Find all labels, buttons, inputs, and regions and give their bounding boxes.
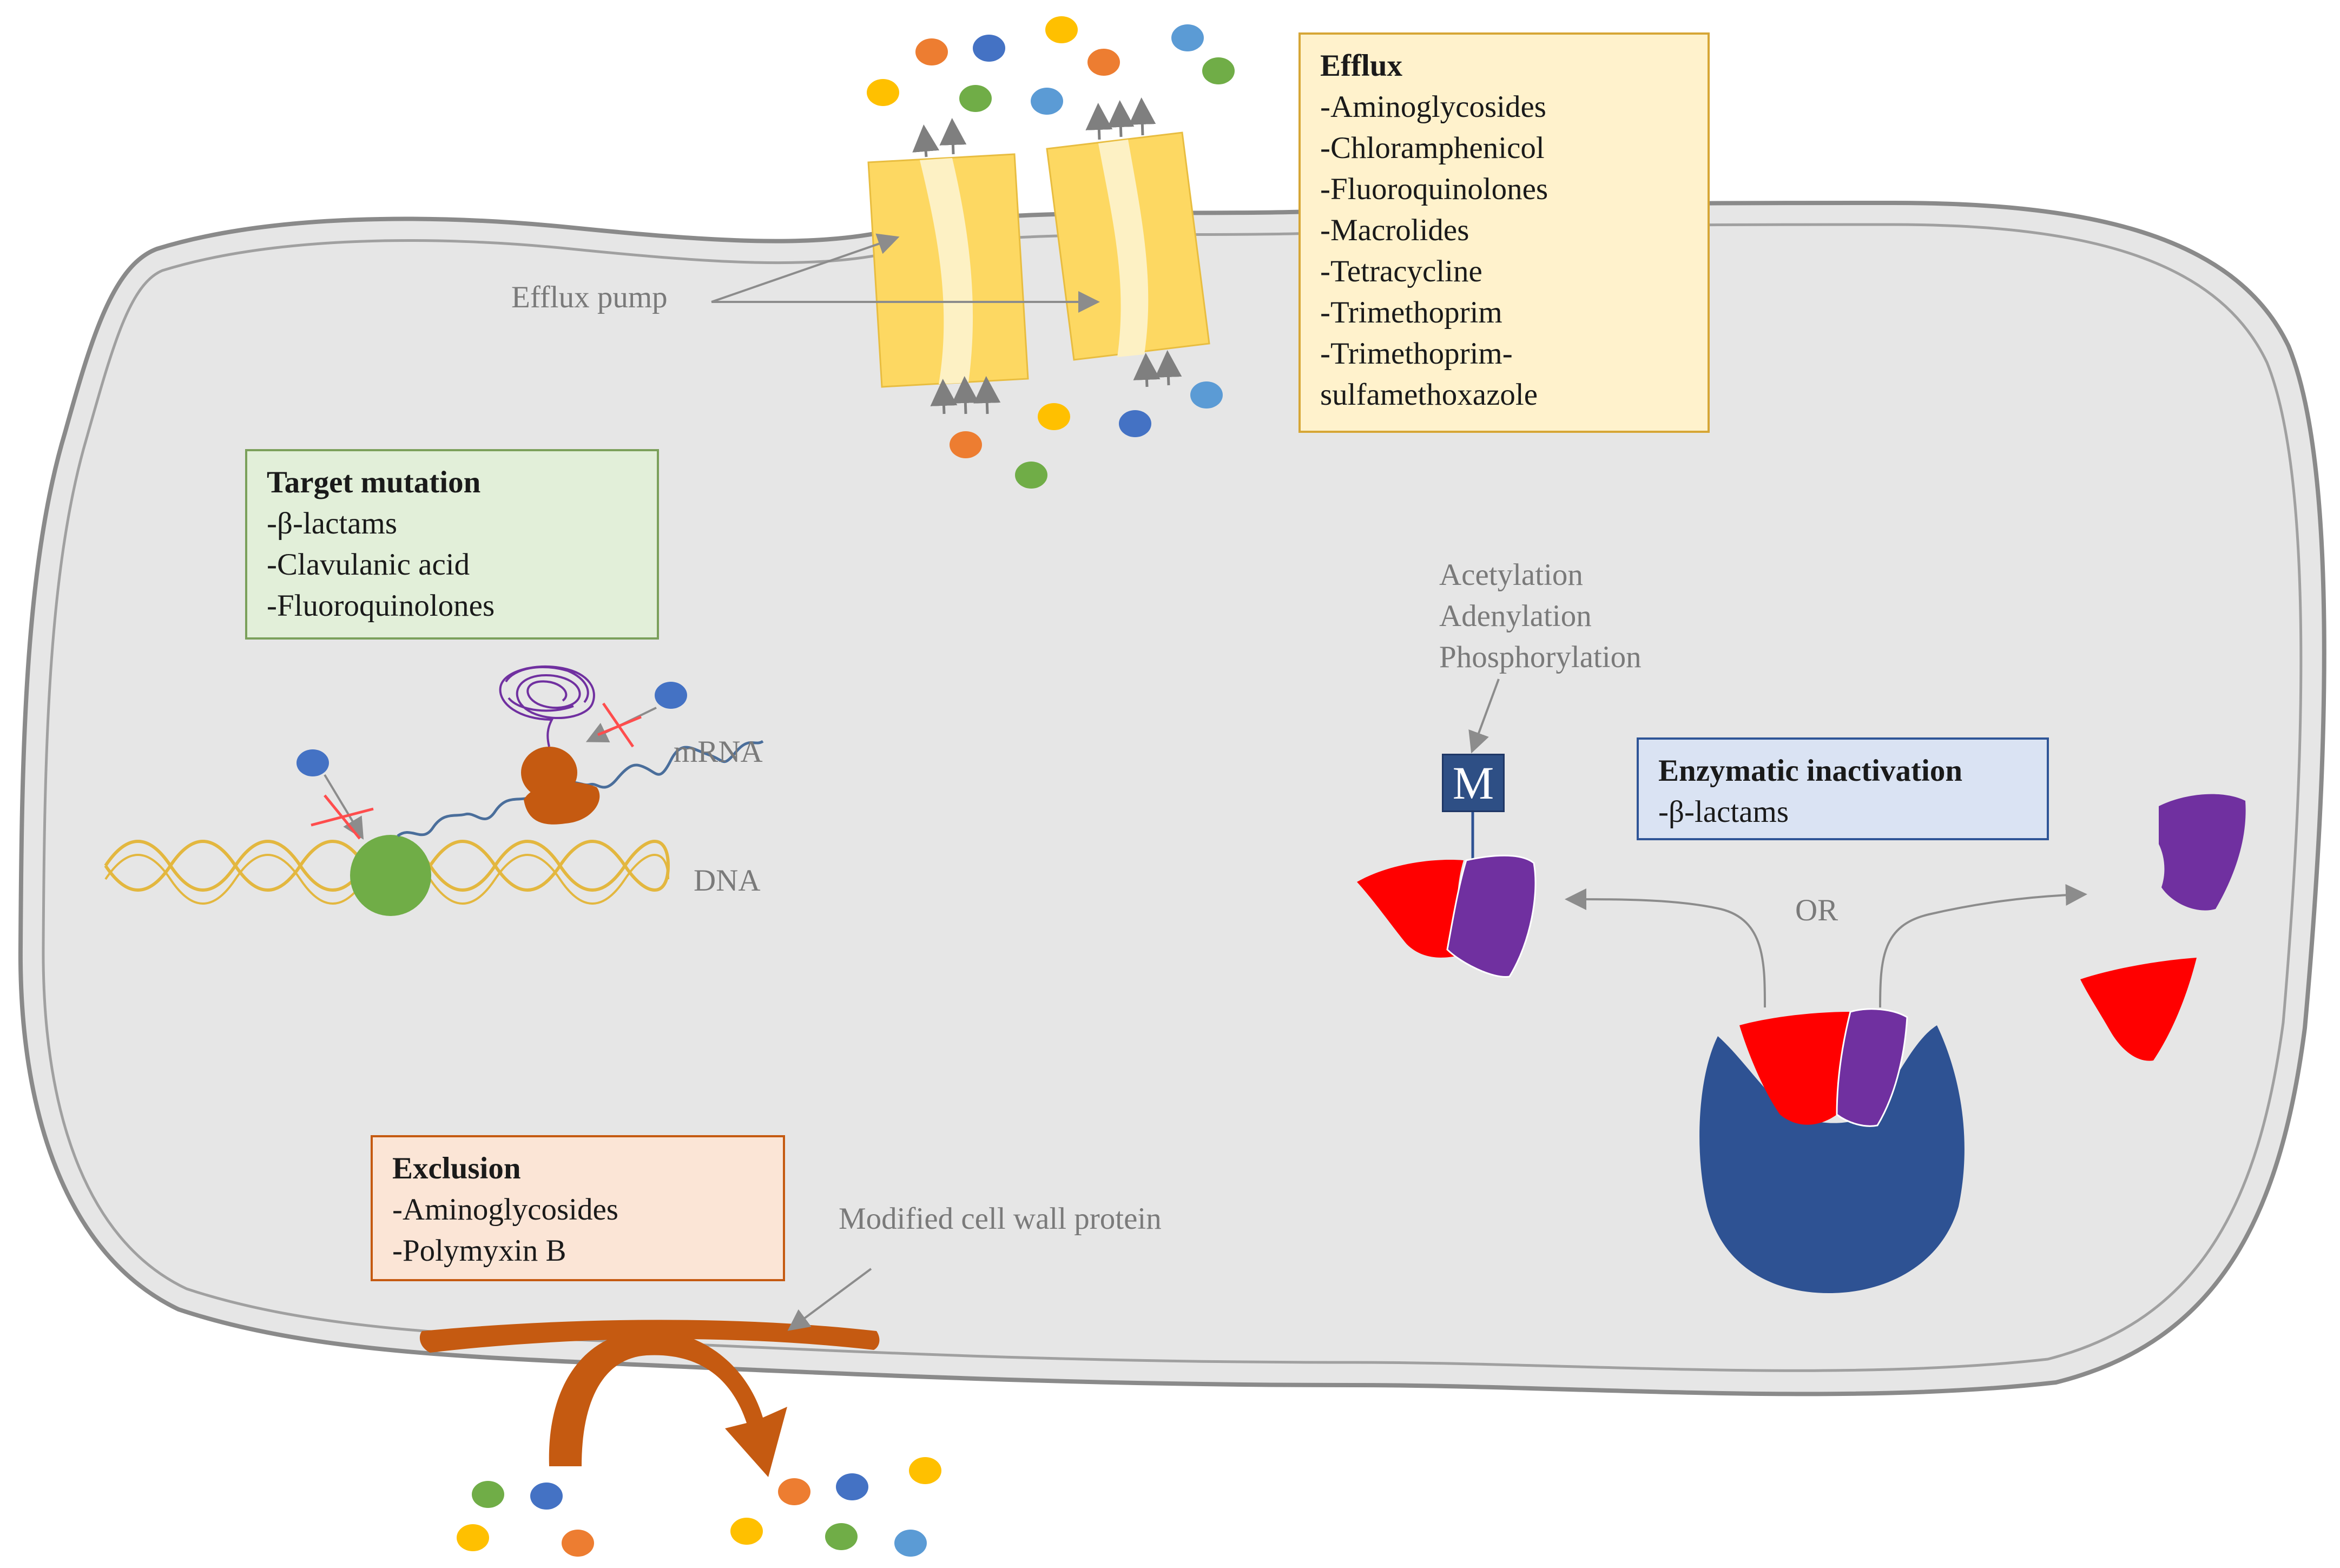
modified-protein-label: Modified cell wall protein [839,1202,1162,1236]
efflux-title: Efflux [1320,49,1403,83]
efflux-pump-label: Efflux pump [511,280,668,314]
efflux-item: -Aminoglycosides [1320,90,1546,124]
substrate-purple-modified [1446,854,1537,978]
modification-arrow [1468,678,1500,754]
dna-label: DNA [694,864,761,898]
efflux-item: sulfamethoxazole [1320,378,1538,412]
ribosome [521,747,600,825]
blocked-molecule-ribosome [655,682,687,709]
modification-phosphorylation: Phosphorylation [1439,640,1642,674]
exclusion-title: Exclusion [392,1151,521,1185]
antibiotic-molecules-bottom [457,1457,941,1557]
efflux-pump-arrow-1 [711,233,900,303]
efflux-item: -Tetracycline [1320,254,1482,288]
block-x-ribosome [597,702,642,748]
efflux-info-box: Efflux -Aminoglycosides -Chloramphenicol… [1298,32,1710,433]
efflux-item: -Macrolides [1320,213,1469,247]
substrate-red-modified [1357,860,1464,958]
substrate-purple-cleaved [2159,794,2246,911]
enzymatic-inactivation-title: Enzymatic inactivation [1658,754,1963,788]
efflux-item: -Fluoroquinolones [1320,172,1548,206]
or-arrow-right [1879,884,2087,1008]
target-mutation-title: Target mutation [267,465,481,499]
exclusion-box: Exclusion -Aminoglycosides -Polymyxin B [371,1135,785,1281]
or-label: OR [1795,893,1838,927]
peptide-chain [499,666,595,747]
target-mutation-box: Target mutation -β-lactams -Clavulanic a… [245,449,659,640]
efflux-item: -Trimethoprim [1320,295,1502,330]
antibiotic-molecules-inside-pump [950,381,1223,489]
efflux-item: -Trimethoprim- [1320,337,1513,371]
modification-list: Acetylation Adenylation Phosphorylation [1439,555,1642,678]
or-arrow-left [1565,888,1766,1008]
modifier-group-box: M [1442,754,1505,812]
rna-polymerase [350,835,431,916]
modification-acetylation: Acetylation [1439,558,1583,592]
substrate-red-bound [1739,1012,1850,1125]
exclusion-item: -Aminoglycosides [392,1193,618,1227]
enzymatic-inactivation-item: -β-lactams [1658,795,1789,829]
blocked-molecule-dna [296,749,329,776]
modified-protein-arrow [787,1268,872,1331]
target-mutation-item: -Fluoroquinolones [267,589,495,623]
mrna-strand [397,740,764,838]
target-mutation-item: -β-lactams [267,506,398,541]
enzymatic-inactivation-box: Enzymatic inactivation -β-lactams [1637,737,2049,840]
mrna-label: mRNA [674,735,763,769]
substrate-purple-bound [1836,1008,1908,1127]
blocked-arrow-dna [324,774,364,840]
exclusion-item: -Polymyxin B [392,1234,566,1268]
exclusion-curved-arrow [549,1330,787,1477]
cell-inner-membrane [42,223,2303,1372]
modification-adenylation: Adenylation [1439,599,1592,633]
antibiotic-molecules-outside-top [867,16,1235,115]
efflux-item: -Chloramphenicol [1320,131,1545,165]
efflux-pump-left [867,153,1029,388]
efflux-direction-arrows [912,97,1182,414]
substrate-red-cleaved [2080,958,2197,1061]
efflux-pump-right [1046,131,1210,361]
block-x-dna [311,794,374,840]
target-mutation-item: -Clavulanic acid [267,548,470,582]
inactivating-enzyme [1699,1025,1965,1293]
